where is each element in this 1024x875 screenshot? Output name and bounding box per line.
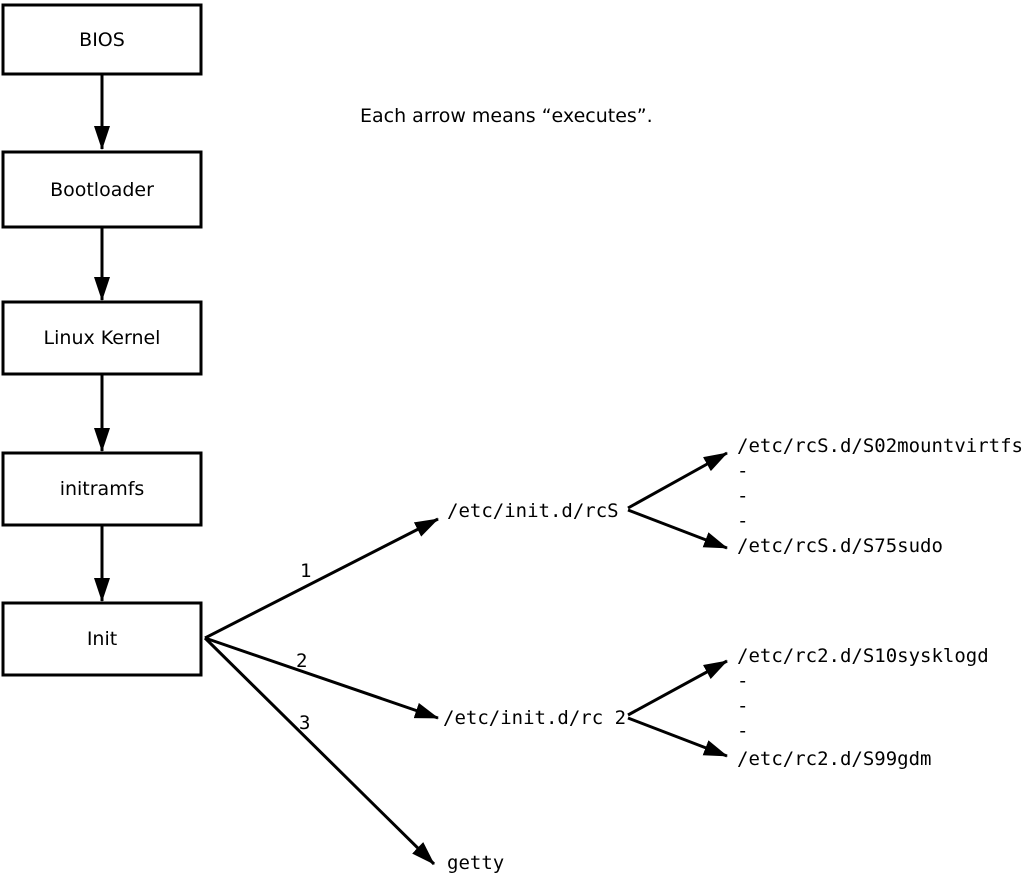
bootloader-label: Bootloader (50, 179, 154, 201)
note-arrow-meaning: Each arrow means “executes”. (360, 105, 653, 127)
rcs-child-dash-3: - (737, 510, 748, 532)
bios-box (1, 3, 203, 76)
rcs-child-dash-1: - (737, 460, 748, 482)
arrow-init-to-getty-icon (203, 636, 436, 866)
rcs-child-s02mountvirtfs: /etc/rcS.d/S02mountvirtfs (737, 435, 1023, 457)
node-linux-kernel: Linux Kernel (1, 300, 203, 376)
rc2-child-s99gdm: /etc/rc2.d/S99gdm (737, 748, 931, 770)
initramfs-box (1, 451, 203, 527)
arrow-label-3: 3 (299, 712, 310, 734)
linux-kernel-box (1, 300, 203, 376)
linux-kernel-label: Linux Kernel (44, 327, 161, 349)
bootloader-box (1, 150, 203, 229)
node-bios: BIOS (1, 3, 203, 76)
node-initramfs: initramfs (1, 451, 203, 527)
node-init: Init (1, 601, 203, 677)
arrow-rcs-to-first-icon (627, 451, 728, 510)
node-bootloader: Bootloader (1, 150, 203, 229)
arrow-init-to-rcs-icon (204, 517, 439, 640)
arrow-label-2: 2 (296, 650, 307, 672)
init-box (1, 601, 203, 677)
initramfs-label: initramfs (60, 478, 145, 500)
arrow-rcs-to-last-icon (627, 508, 728, 550)
rcs-script-label: /etc/init.d/rcS (447, 500, 619, 522)
rc2-script-label: /etc/init.d/rc 2 (443, 707, 626, 729)
getty-label: getty (447, 852, 504, 874)
rcs-child-dash-2: - (737, 485, 748, 507)
rc2-child-dash-2: - (737, 695, 748, 717)
arrow-rc2-to-last-icon (627, 716, 728, 758)
rc2-child-s10sysklogd: /etc/rc2.d/S10sysklogd (737, 645, 989, 667)
arrow-rc2-to-first-icon (627, 659, 728, 717)
arrow-label-1: 1 (300, 560, 311, 582)
rc2-child-dash-3: - (737, 720, 748, 742)
rc2-child-dash-1: - (737, 670, 748, 692)
arrow-init-to-rc2-icon (204, 636, 439, 720)
rcs-child-s75sudo: /etc/rcS.d/S75sudo (737, 535, 943, 557)
init-label: Init (87, 628, 117, 650)
bios-label: BIOS (79, 29, 125, 51)
